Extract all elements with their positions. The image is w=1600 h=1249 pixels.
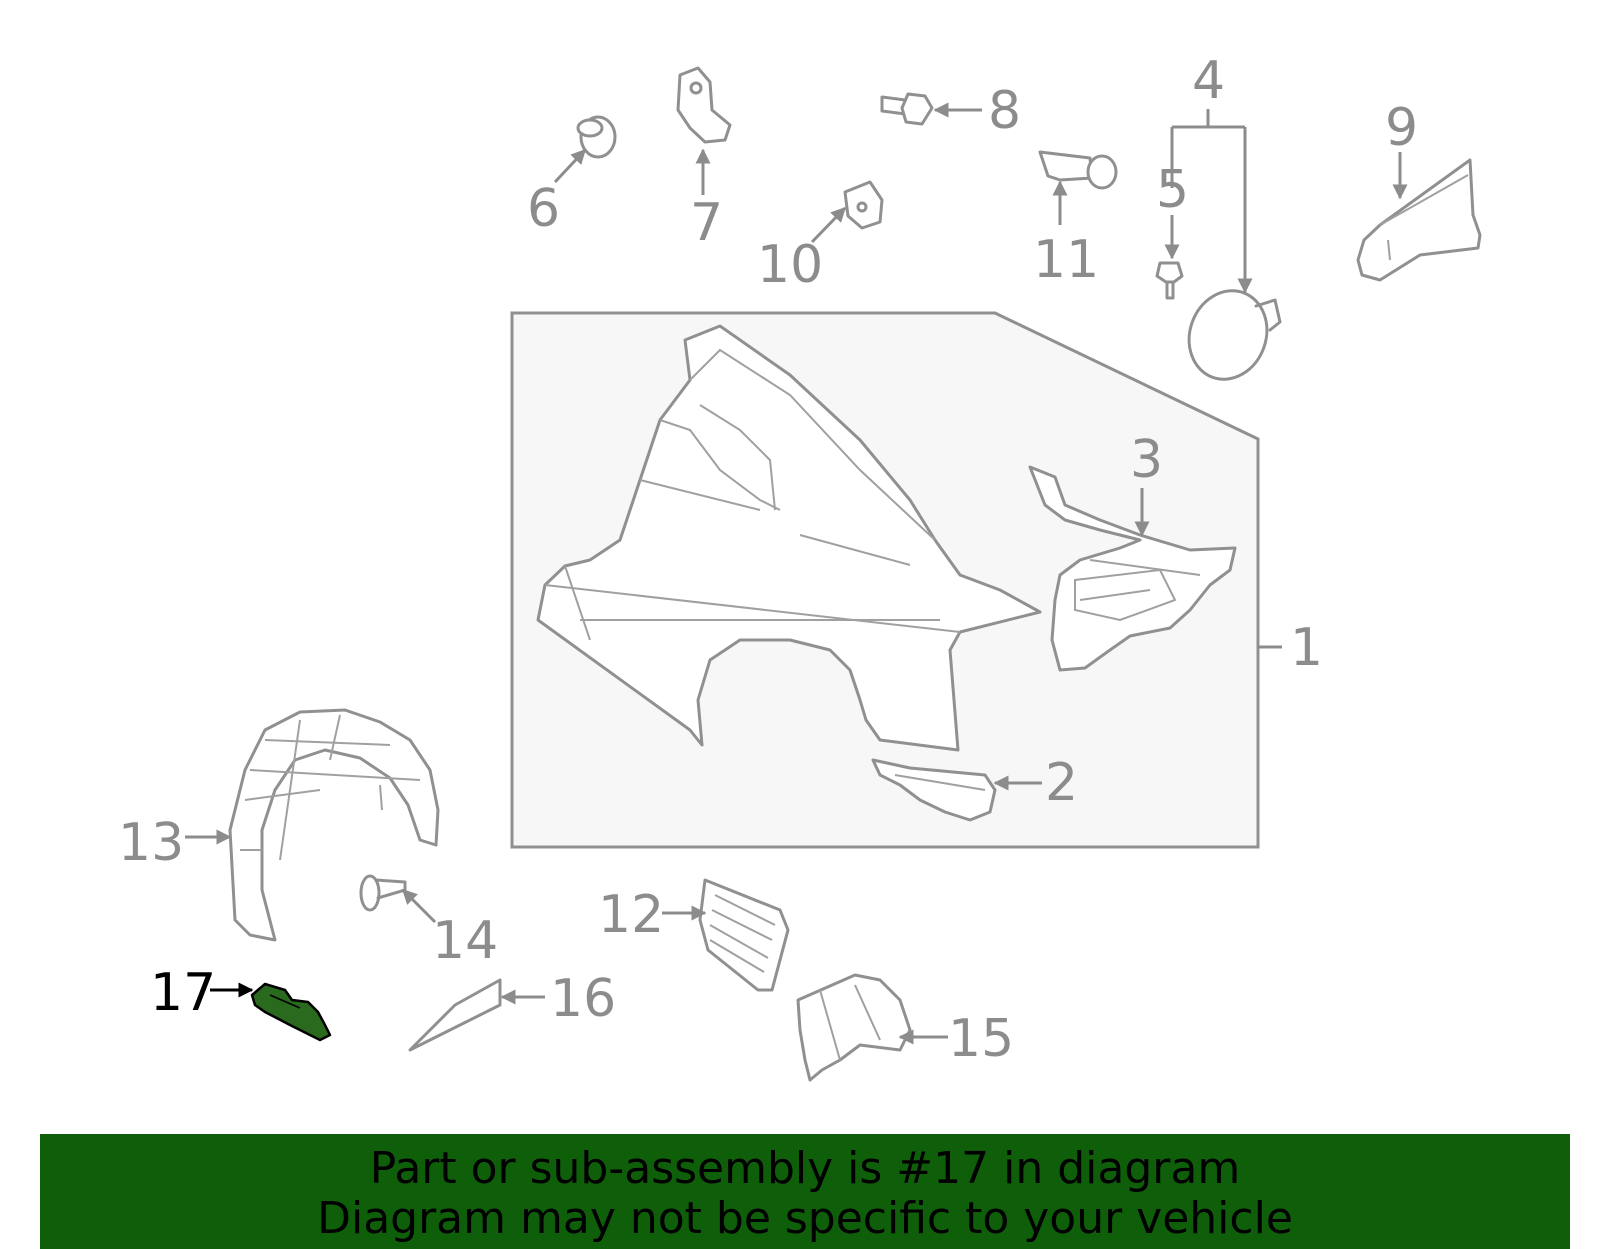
callout-11: 11 (1033, 230, 1099, 290)
info-banner: Part or sub-assembly is #17 in diagram D… (40, 1134, 1570, 1249)
callout-5: 5 (1156, 160, 1189, 220)
fuel-door-part[interactable] (1177, 280, 1282, 391)
callout-14: 14 (432, 911, 498, 971)
vent-duct-part[interactable] (698, 878, 790, 992)
banner-line-2: Diagram may not be specific to your vehi… (317, 1193, 1293, 1244)
push-retainer-part[interactable] (359, 874, 407, 912)
callout-4: 4 (1192, 51, 1225, 111)
extension-part[interactable] (871, 758, 997, 822)
quarter-panel-part[interactable] (536, 324, 1042, 752)
plug-part[interactable] (576, 115, 617, 159)
wheelhouse-liner-part[interactable] (228, 708, 440, 942)
filler-housing-part[interactable] (1356, 158, 1482, 282)
callout-8: 8 (988, 81, 1021, 141)
callout-15: 15 (948, 1009, 1014, 1069)
callout-9: 9 (1385, 98, 1418, 158)
highlighted-part-17[interactable] (250, 982, 332, 1042)
bracket-part[interactable] (676, 66, 732, 144)
banner-line-1: Part or sub-assembly is #17 in diagram (369, 1143, 1241, 1194)
trim-part[interactable] (408, 978, 502, 1052)
callout-12: 12 (598, 885, 664, 945)
screw-part[interactable] (1155, 261, 1184, 300)
splash-shield-part[interactable] (796, 973, 912, 1082)
callout-13: 13 (118, 813, 184, 873)
callout-7: 7 (690, 193, 723, 253)
leader-lines (185, 102, 1408, 1045)
callout-17: 17 (150, 963, 216, 1023)
callout-10: 10 (757, 235, 823, 295)
clip-part[interactable] (843, 180, 884, 230)
retainer-part[interactable] (1038, 150, 1118, 190)
callout-1: 1 (1290, 618, 1323, 678)
bolt-part[interactable] (880, 92, 934, 126)
callout-3: 3 (1130, 430, 1163, 490)
callout-16: 16 (550, 969, 616, 1029)
callout-2: 2 (1045, 753, 1078, 813)
callout-6: 6 (527, 179, 560, 239)
